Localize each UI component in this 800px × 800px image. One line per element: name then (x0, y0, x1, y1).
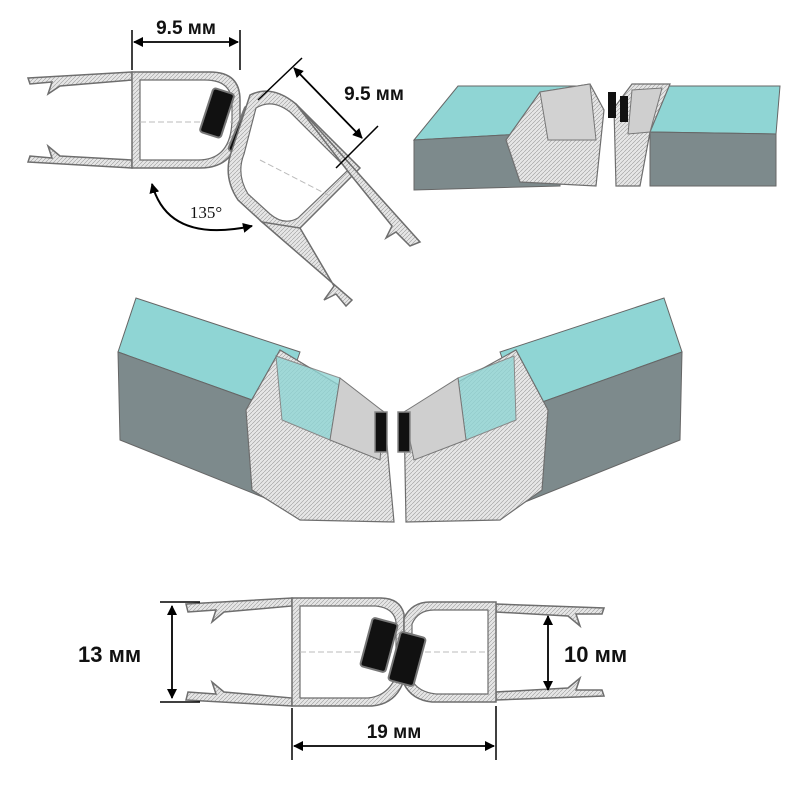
dimension-angled-width: 9.5 мм (257, 57, 404, 169)
magnet-bottom-right (387, 631, 427, 687)
magnet-straight-right (620, 96, 628, 122)
straight-joint-3d (412, 83, 781, 191)
angled-profile-section: 9.5 мм 9.5 мм 135° (26, 18, 422, 308)
dimension-right-height: 10 мм (543, 615, 627, 691)
magnet-straight-left (608, 92, 616, 118)
dimension-left-height: 13 мм (78, 601, 200, 703)
magnet-angled-left (374, 411, 388, 453)
dimension-top-width: 9.5 мм (131, 18, 241, 70)
angled-width-label: 9.5 мм (344, 84, 404, 105)
dimension-bottom-width: 19 мм (291, 706, 497, 760)
right-profile-angled (227, 90, 422, 308)
angled-joint-3d (117, 297, 683, 523)
bottom-width-label: 19 мм (367, 722, 422, 743)
top-width-label: 9.5 мм (156, 18, 216, 39)
left-height-label: 13 мм (78, 642, 141, 667)
magnet-left-top (199, 87, 235, 139)
right-height-label: 10 мм (564, 642, 627, 667)
straight-profile-section: 13 мм 10 мм 19 мм (78, 597, 627, 760)
glass-panel-right-front (649, 131, 777, 187)
angle-label: 135° (190, 203, 222, 222)
magnet-bottom-left (359, 617, 399, 673)
angle-indicator: 135° (149, 183, 253, 233)
magnet-angled-right (397, 411, 411, 453)
